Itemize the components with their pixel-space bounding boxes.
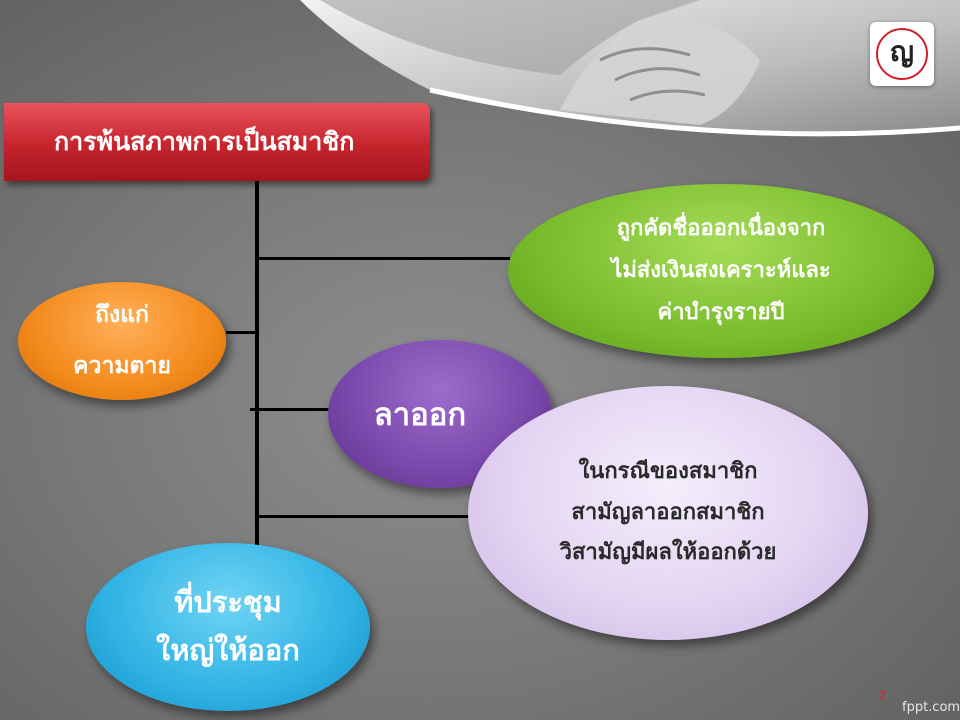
node-death: ถึงแก่ ความตาย xyxy=(18,282,226,400)
logo-letter: ญ xyxy=(890,35,914,68)
branch-line-death xyxy=(226,331,257,334)
brand-watermark: fppt.com xyxy=(902,700,960,715)
logo-ring xyxy=(876,28,928,80)
node-resign-note: ในกรณีของสมาชิก สามัญลาออกสมาชิก วิสามัญ… xyxy=(468,386,868,640)
branch-line-expelled xyxy=(257,257,510,260)
node-resign-note-line-2: สามัญลาออกสมาชิก xyxy=(571,499,765,525)
node-resign-note-line-1: ในกรณีของสมาชิก xyxy=(578,458,758,484)
node-death-line-1: ถึงแก่ xyxy=(95,302,149,329)
node-resign: ลาออก xyxy=(328,340,552,488)
page-number: 7 xyxy=(878,690,887,705)
branch-line-resign-note xyxy=(257,515,470,518)
node-meeting-line-2: ใหญ่ให้ออก xyxy=(156,633,300,667)
node-expelled-line-3: ค่าบำรุงรายปี xyxy=(657,299,785,325)
node-expelled-line-2: ไม่ส่งเงินสงเคราะห์และ xyxy=(611,258,831,284)
organization-logo: ญ xyxy=(870,22,934,86)
node-expelled: ถูกคัดชื่อออกเนื่องจาก ไม่ส่งเงินสงเคราะ… xyxy=(508,184,934,358)
node-resign-label: ลาออก xyxy=(373,397,467,433)
node-expelled-line-1: ถูกคัดชื่อออกเนื่องจาก xyxy=(616,216,826,242)
node-resign-note-line-3: วิสามัญมีผลให้ออกด้วย xyxy=(559,540,777,566)
node-meeting: ที่ประชุม ใหญ่ให้ออก xyxy=(86,543,370,711)
branch-line-resign xyxy=(250,408,330,411)
hands-photo-banner xyxy=(300,0,960,137)
node-death-line-2: ความตาย xyxy=(73,353,171,379)
diagram-title: การพ้นสภาพการเป็นสมาชิก xyxy=(4,103,430,181)
trunk-line xyxy=(255,181,259,561)
node-meeting-line-1: ที่ประชุม xyxy=(174,585,282,620)
